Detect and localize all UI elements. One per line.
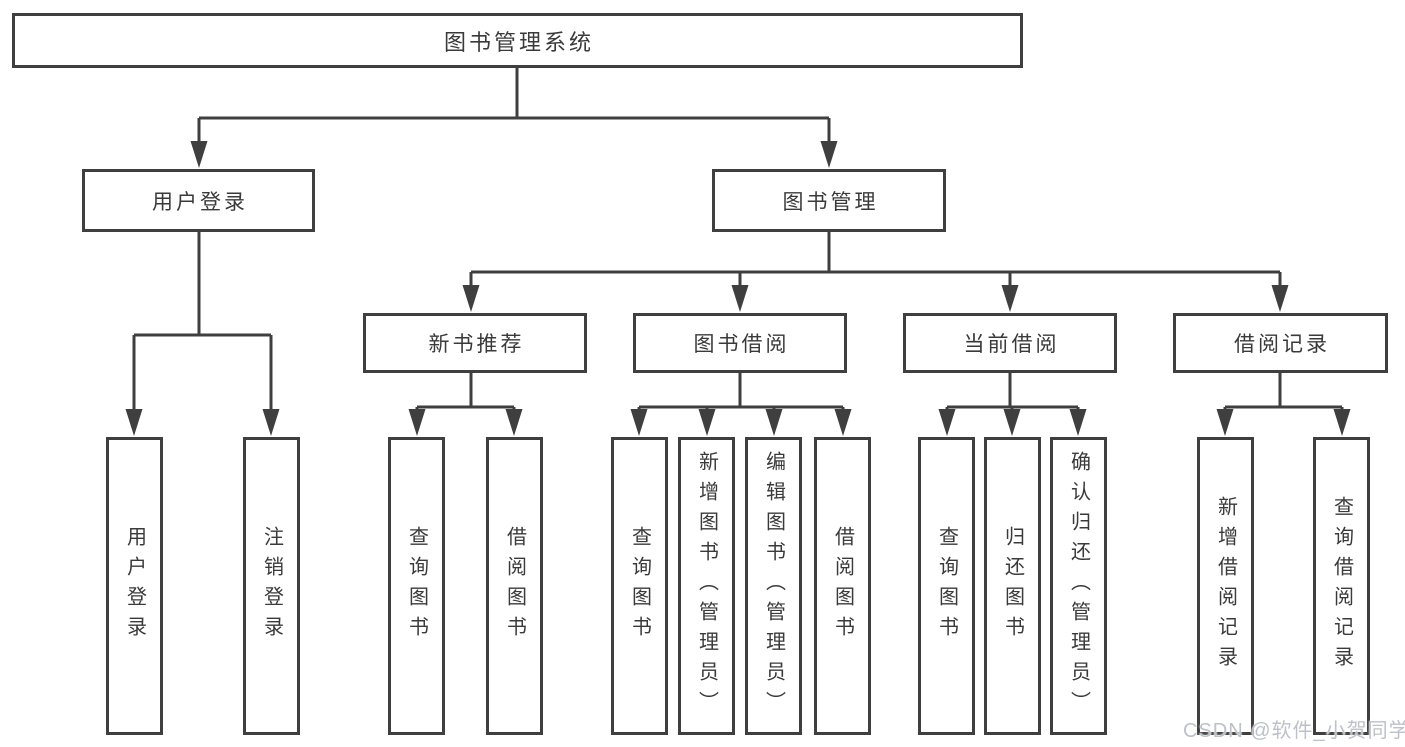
node-current-borrow: 当前借阅 — [903, 313, 1117, 373]
leaf-borrow-books: 借阅图书 — [814, 437, 871, 735]
node-borrow-records: 借阅记录 — [1173, 313, 1388, 373]
node-new-book-recommend: 新书推荐 — [363, 313, 587, 373]
leaf-edit-book-admin: 编辑图书（管理员） — [745, 437, 802, 735]
leaf-query-books-current: 查询图书 — [918, 437, 975, 735]
node-book-management: 图书管理 — [712, 169, 946, 232]
watermark: CSDN @软件_小贺同学 — [1183, 720, 1405, 742]
leaf-add-borrow-record: 新增借阅记录 — [1197, 437, 1254, 735]
leaf-add-book-admin: 新增图书（管理员） — [678, 437, 735, 735]
leaf-query-books-borrow: 查询图书 — [611, 437, 668, 735]
leaf-user-login: 用户登录 — [106, 437, 163, 735]
leaf-borrow-books-recommend: 借阅图书 — [486, 437, 543, 735]
node-book-borrow: 图书借阅 — [633, 313, 847, 373]
node-user-login: 用户登录 — [82, 169, 315, 232]
leaf-query-books-recommend: 查询图书 — [388, 437, 445, 735]
leaf-query-borrow-record: 查询借阅记录 — [1313, 437, 1370, 735]
leaf-logout: 注销登录 — [243, 437, 300, 735]
node-root: 图书管理系统 — [12, 13, 1023, 68]
leaf-return-book: 归还图书 — [984, 437, 1041, 735]
leaf-confirm-return-admin: 确认归还（管理员） — [1050, 437, 1107, 735]
